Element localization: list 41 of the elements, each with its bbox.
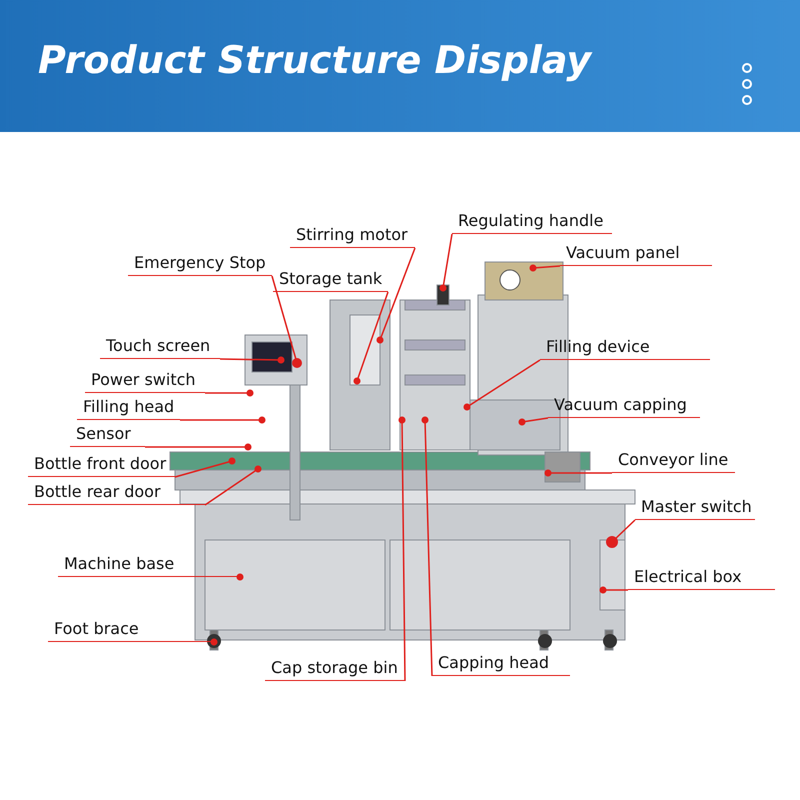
leader-line bbox=[180, 416, 266, 424]
part-label: Regulating handle bbox=[452, 210, 612, 234]
part-label: Vacuum panel bbox=[560, 242, 712, 266]
part-label: Stirring motor bbox=[290, 224, 415, 248]
leader-line bbox=[544, 470, 612, 476]
part-label: Foot brace bbox=[48, 618, 215, 642]
leader-line bbox=[204, 466, 262, 506]
part-label: Filling device bbox=[540, 336, 710, 360]
part-label: Cap storage bin bbox=[265, 657, 405, 681]
leader-line bbox=[464, 359, 540, 410]
part-label: Capping head bbox=[432, 652, 570, 676]
leader-line bbox=[398, 416, 406, 681]
leader-line bbox=[530, 264, 560, 272]
part-label: Vacuum capping bbox=[548, 394, 700, 418]
leader-line bbox=[440, 234, 453, 292]
part-label: Emergency Stop bbox=[128, 252, 272, 276]
leader-line bbox=[210, 638, 218, 646]
leader-line bbox=[376, 248, 416, 344]
part-label: Touch screen bbox=[100, 335, 220, 359]
part-label: Storage tank bbox=[273, 268, 388, 292]
part-label: Sensor bbox=[70, 423, 145, 447]
part-label: Bottle front door bbox=[28, 453, 175, 477]
leader-line bbox=[271, 276, 300, 366]
leader-line bbox=[518, 417, 548, 426]
leader-line bbox=[422, 416, 433, 676]
leader-line bbox=[220, 356, 284, 364]
part-label: Master switch bbox=[635, 496, 755, 520]
leader-line bbox=[354, 292, 389, 384]
leader-line bbox=[608, 519, 636, 546]
part-label: Electrical box bbox=[628, 566, 775, 590]
leader-line bbox=[145, 444, 252, 450]
leader-line bbox=[236, 574, 244, 580]
part-label: Conveyor line bbox=[612, 449, 735, 473]
part-label: Power switch bbox=[85, 369, 205, 393]
leader-line bbox=[600, 586, 628, 594]
part-label: Filling head bbox=[77, 396, 180, 420]
part-label: Machine base bbox=[58, 553, 240, 577]
leader-line bbox=[205, 390, 254, 396]
title: Product Structure Display bbox=[38, 38, 592, 82]
leader-line bbox=[174, 458, 236, 478]
part-label: Bottle rear door bbox=[28, 481, 205, 505]
